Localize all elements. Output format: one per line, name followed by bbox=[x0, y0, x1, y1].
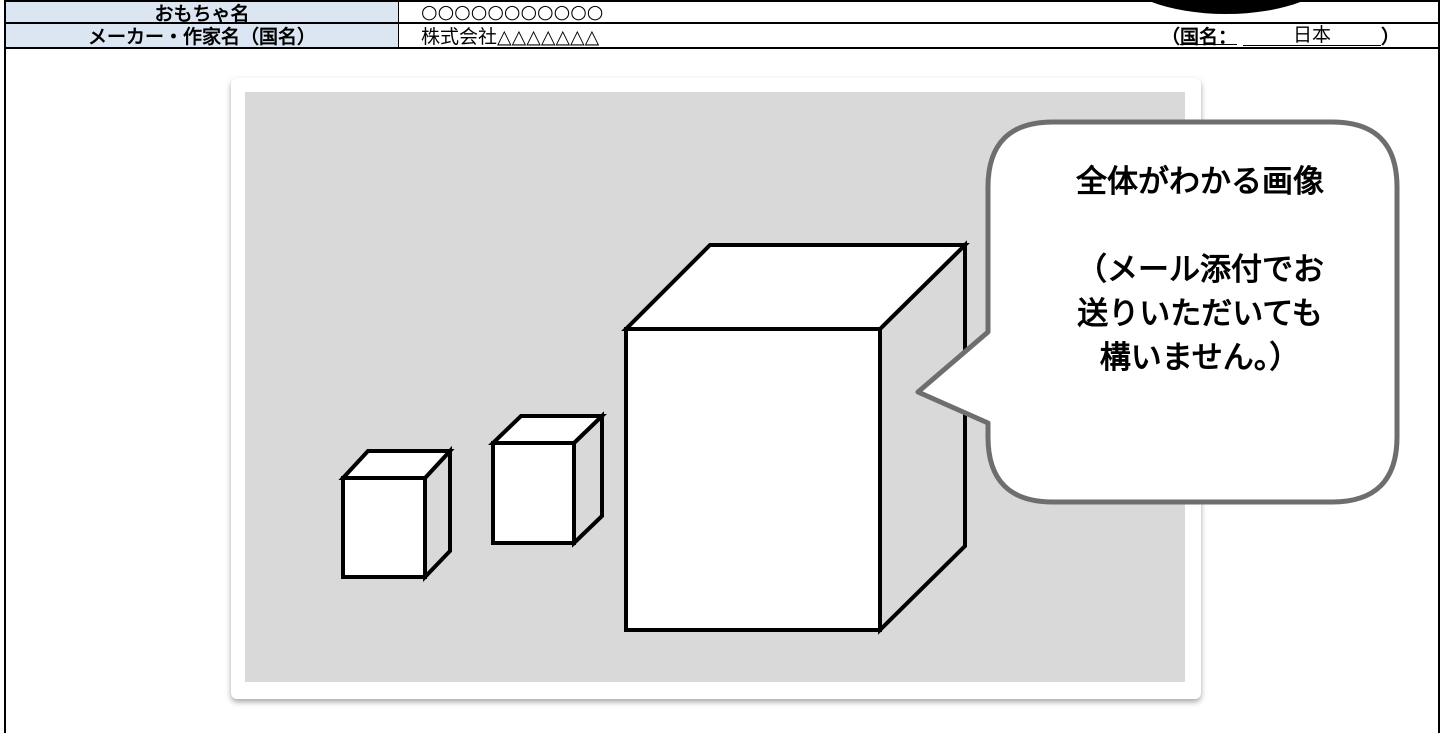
callout-title: 全体がわかる画像 bbox=[1076, 164, 1324, 200]
maker-row: メーカー・作家名（国名） 株式会社△△△△△△△ （ 国名： 日本 ） bbox=[6, 24, 1438, 49]
country-field[interactable]: 日本 bbox=[1242, 25, 1381, 46]
maker-field[interactable]: 株式会社△△△△△△△ bbox=[399, 24, 1438, 48]
country-group: （ 国名： 日本 ） bbox=[1160, 24, 1400, 48]
medium-cube-shape bbox=[488, 411, 607, 548]
small-cube-shape bbox=[338, 445, 455, 582]
country-label: 国名： bbox=[1179, 26, 1237, 48]
toy-name-row: おもちゃ名 ○○○○○○○○○○○ bbox=[6, 0, 1438, 25]
country-close-paren: ） bbox=[1380, 26, 1400, 48]
maker-value: 株式会社△△△△△△△ bbox=[421, 26, 600, 48]
maker-label: メーカー・作家名（国名） bbox=[6, 24, 399, 48]
country-open-paren: （ bbox=[1160, 26, 1180, 48]
callout-note-line3: 構いません。） bbox=[1099, 340, 1301, 376]
toy-name-field[interactable]: ○○○○○○○○○○○ bbox=[421, 1, 604, 23]
large-cube-shape bbox=[621, 240, 970, 635]
callout-text: 全体がわかる画像 （メール添付でお 送りいただいても 構いません。） bbox=[1005, 160, 1395, 380]
callout-note-line2: 送りいただいても bbox=[1077, 296, 1323, 332]
toy-info-form: おもちゃ名 ○○○○○○○○○○○ メーカー・作家名（国名） 株式会社△△△△△… bbox=[4, 0, 1440, 733]
callout-note-line1: （メール添付でお bbox=[1076, 252, 1324, 288]
toy-name-label: おもちゃ名 bbox=[6, 2, 399, 25]
speech-bubble bbox=[915, 119, 1400, 505]
